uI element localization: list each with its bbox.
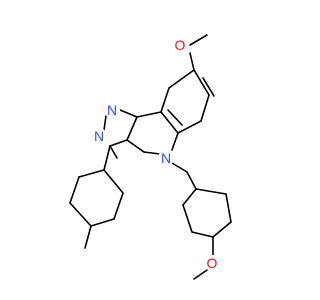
bonds: [69, 34, 232, 280]
bond: [167, 109, 183, 126]
bond: [191, 231, 214, 238]
bond: [126, 116, 138, 141]
bond: [160, 111, 179, 134]
bond: [69, 202, 92, 227]
bond: [168, 69, 195, 89]
atom-label-methoxy-bottom: O: [204, 255, 220, 271]
bond: [200, 94, 210, 122]
bond: [90, 218, 115, 227]
atom-label-pyrazole-n2: N: [91, 128, 107, 144]
bond: [69, 176, 80, 204]
atom-label-methoxy-top: O: [172, 37, 188, 53]
bond: [189, 34, 208, 46]
bond: [103, 169, 124, 194]
bond: [84, 225, 92, 249]
bond: [126, 139, 145, 153]
bond: [193, 269, 208, 280]
bond: [78, 169, 105, 178]
bond: [143, 151, 161, 155]
bond: [136, 111, 162, 118]
bond: [202, 77, 215, 97]
bond: [109, 139, 128, 147]
bond: [119, 109, 138, 118]
atom-o-bottom: O: [207, 255, 218, 271]
bond: [186, 171, 197, 190]
bond: [109, 145, 118, 159]
bond: [113, 192, 124, 220]
atom-o-top: O: [175, 37, 186, 53]
bond: [225, 193, 232, 223]
atom-n-pyrazole-1: N: [107, 102, 117, 118]
bond: [182, 188, 197, 206]
bond: [171, 162, 188, 173]
atom-label-pyrazole-n1: N: [104, 102, 120, 118]
bond: [193, 69, 210, 96]
atom-n-pyrazole-2: N: [94, 128, 104, 144]
bond: [160, 87, 170, 113]
bond: [177, 120, 202, 134]
molecule-canvas: O O N N N: [69, 34, 232, 280]
bond: [103, 145, 111, 171]
bond: [182, 204, 193, 233]
bond: [212, 221, 232, 238]
chemical-structure: O O N N N: [69, 34, 232, 280]
bond: [195, 188, 227, 195]
bond: [189, 52, 195, 71]
atom-label-ring-n: N: [158, 150, 174, 166]
bond: [103, 115, 107, 131]
bond: [171, 132, 179, 151]
atom-n-ring: N: [161, 150, 171, 166]
